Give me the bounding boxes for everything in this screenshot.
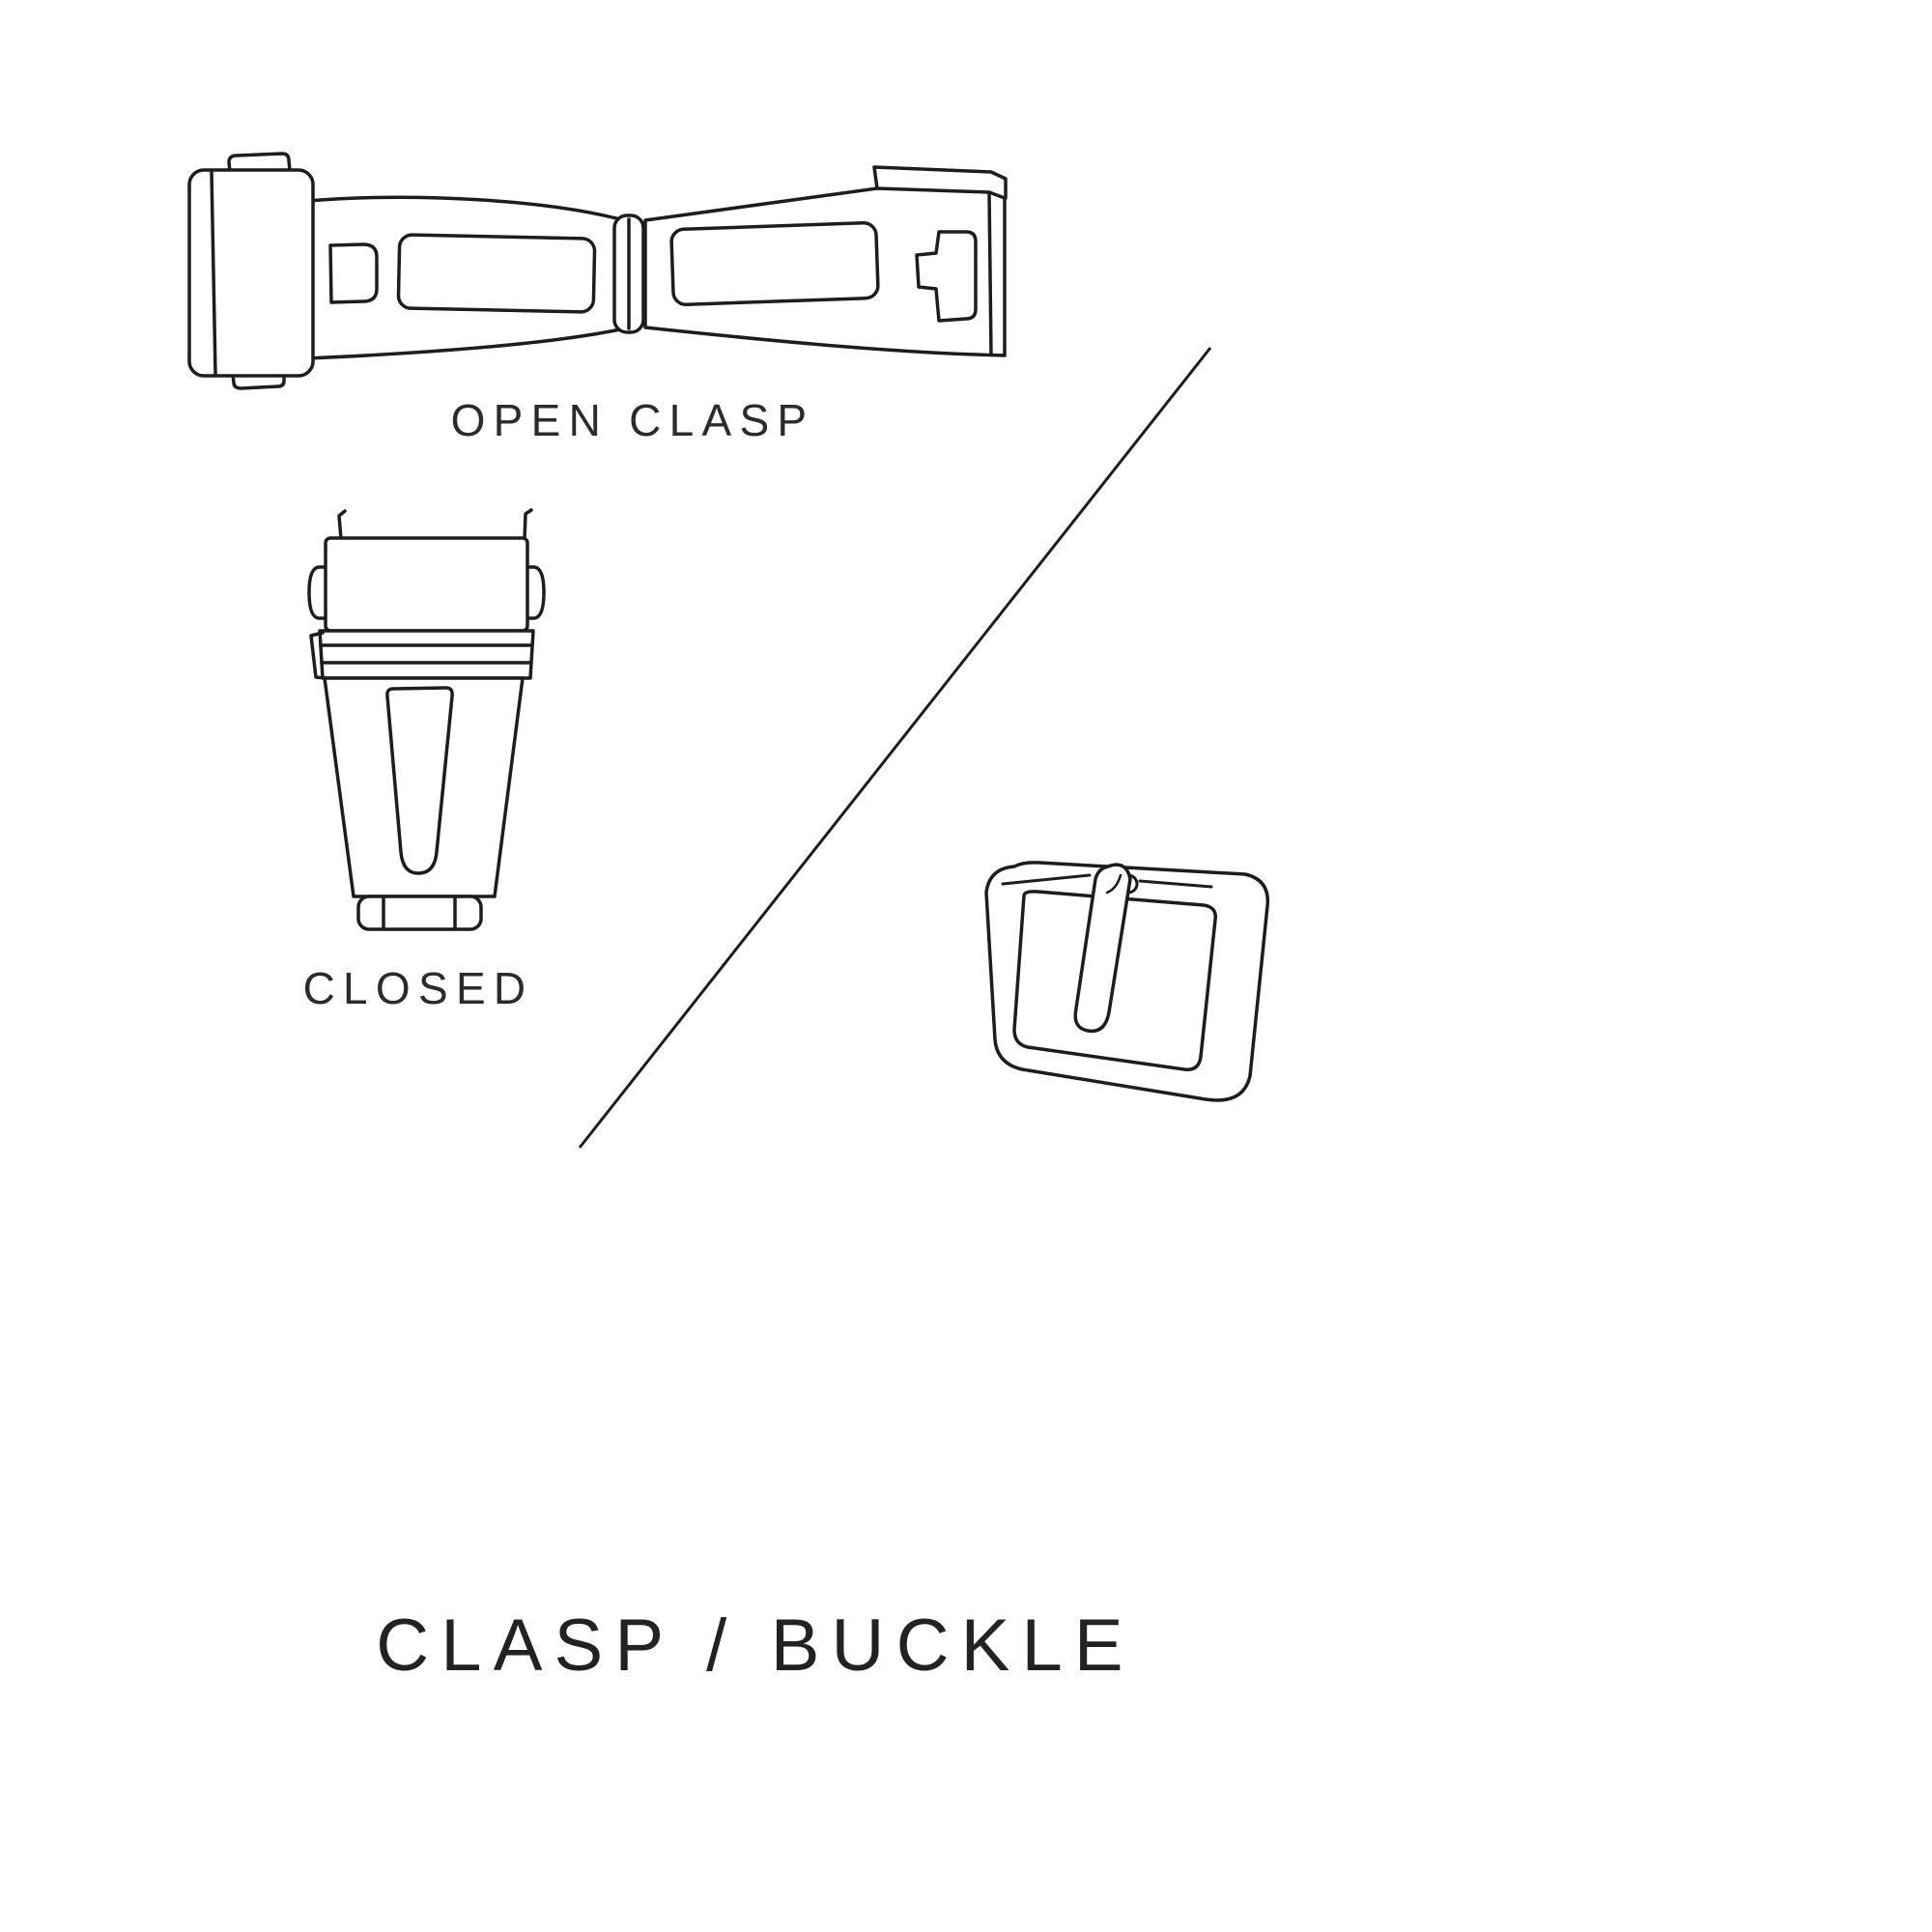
open-clasp-label: OPEN CLASP <box>450 395 815 445</box>
open-clasp-illustration-icon <box>187 152 1008 390</box>
page-title: CLASP / BUCKLE <box>376 1605 1135 1687</box>
closed-clasp-illustration-icon <box>307 508 546 931</box>
buckle-illustration-icon <box>984 861 1270 1102</box>
closed-clasp-label: CLOSED <box>302 963 534 1013</box>
diagonal-divider-icon <box>578 347 1212 1149</box>
